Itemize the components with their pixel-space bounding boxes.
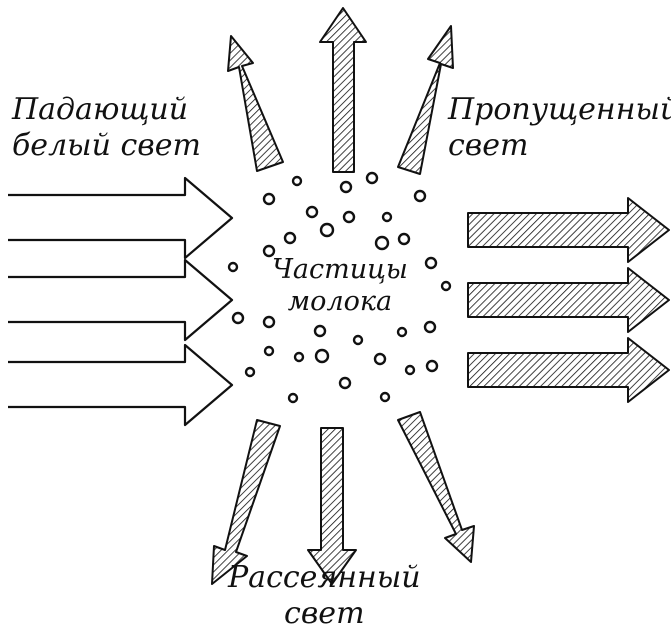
milk-particles-label-line1: Частицы <box>272 254 408 285</box>
milk-particles-label-line2: молока <box>287 286 393 317</box>
incident-light-label-line2: белый свет <box>12 128 201 163</box>
incident-light-label-line1: Падающий <box>12 92 189 127</box>
milk-particles-label: Частицы молока <box>272 254 408 318</box>
scattered-arrow-up-right <box>397 25 454 175</box>
scattered-arrow-down-center <box>307 427 357 585</box>
scattered-light-label-line1: Рассеянный <box>228 560 421 595</box>
incident-arrow-2 <box>8 258 234 342</box>
scattered-light-label: Рассеянный свет <box>228 560 421 632</box>
transmitted-arrows <box>467 197 670 403</box>
scattered-arrow-up-center <box>319 7 367 173</box>
transmitted-arrow-2 <box>467 267 670 333</box>
incident-arrow-3 <box>8 343 234 427</box>
scattered-arrows <box>211 7 475 585</box>
transmitted-light-label-line2: свет <box>448 128 529 163</box>
scattered-arrow-down-right <box>397 411 475 563</box>
scattered-arrow-up-left <box>227 35 284 172</box>
transmitted-arrow-3 <box>467 337 670 403</box>
transmitted-arrow-1 <box>467 197 670 263</box>
transmitted-light-label: Пропущенный свет <box>448 92 671 164</box>
scattered-arrow-down-left <box>211 419 281 585</box>
milk-particles <box>227 171 452 404</box>
incident-arrow-1 <box>8 176 234 260</box>
incident-arrows <box>8 176 234 427</box>
transmitted-light-label-line1: Пропущенный <box>448 92 671 127</box>
scattered-light-label-line2: свет <box>284 596 365 631</box>
incident-light-label: Падающий белый свет <box>12 92 201 164</box>
